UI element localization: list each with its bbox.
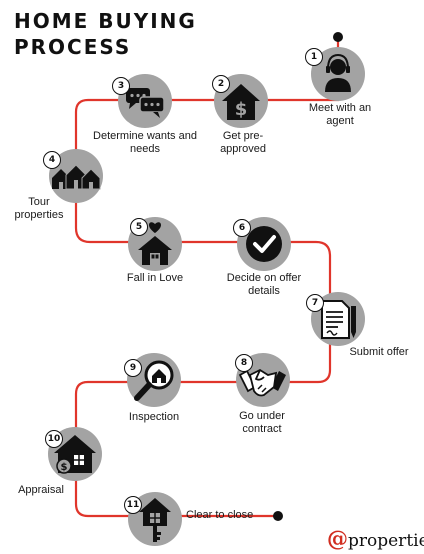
path-end-dot (273, 511, 283, 521)
logo-text: properties (348, 531, 424, 551)
step-9-label: Inspection (128, 411, 180, 423)
step-1-label: Meet with an agent (308, 102, 372, 127)
step-4-number: 4 (43, 151, 61, 169)
step-7-label: Submit offer (349, 346, 409, 358)
houses-icon (52, 164, 101, 190)
house-heart-icon (138, 222, 172, 265)
step-7-number: 7 (306, 294, 324, 312)
brand-logo: @properties (327, 526, 424, 551)
step-10-label: Appraisal (18, 484, 64, 496)
document-pen-icon (321, 300, 356, 339)
step-1-circle (311, 47, 365, 101)
house-dollar-icon: $ (222, 84, 260, 120)
page-title: HOME BUYING PROCESS (14, 8, 197, 60)
step-11-number: 11 (124, 496, 142, 514)
step-11-circle (128, 492, 182, 546)
step-4-label: Tour properties (14, 196, 64, 221)
step-2-number: 2 (212, 75, 230, 93)
magnifier-house-icon (134, 360, 174, 401)
svg-text:$: $ (61, 462, 68, 473)
step-9-number: 9 (124, 359, 142, 377)
step-1-number: 1 (305, 48, 323, 66)
step-5-circle (128, 217, 182, 271)
handshake-icon (238, 368, 286, 397)
step-8-label: Go under contract (239, 410, 285, 435)
step-6-label: Decide on offer details (226, 272, 302, 297)
path-start-dot (333, 32, 343, 42)
speech-bubbles-icon (126, 88, 165, 118)
step-8-number: 8 (235, 354, 253, 372)
logo-at-sign: @ (327, 526, 348, 551)
step-2-label: Get pre-approved (220, 130, 266, 155)
step-3-number: 3 (112, 77, 130, 95)
house-money-icon: $ (54, 435, 96, 474)
step-6-number: 6 (233, 219, 251, 237)
step-11-label: Clear to close (186, 509, 254, 521)
agent-icon (325, 53, 351, 92)
title-line-1: HOME BUYING (14, 9, 197, 33)
step-3-label: Determine wants and needs (93, 130, 197, 155)
step-5-number: 5 (130, 218, 148, 236)
title-line-2: PROCESS (14, 35, 132, 59)
checkmark-icon (246, 226, 282, 262)
step-5-label: Fall in Love (126, 272, 184, 284)
svg-text:$: $ (235, 99, 248, 120)
house-key-icon (139, 498, 171, 542)
step-10-number: 10 (45, 430, 63, 448)
